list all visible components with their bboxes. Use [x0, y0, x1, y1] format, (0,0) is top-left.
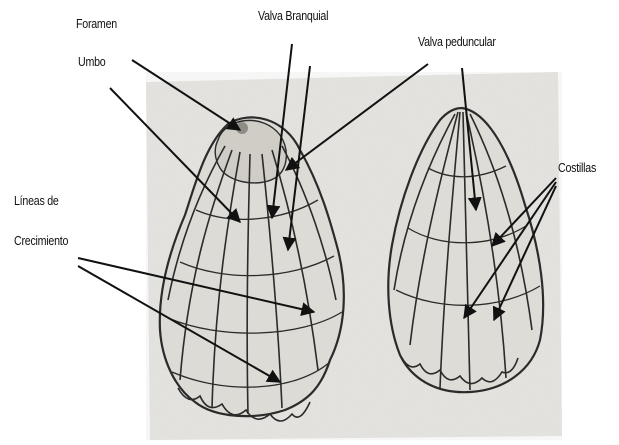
label-lineas-line2: Crecimiento [14, 233, 68, 248]
label-valva-peduncular: Valva peduncular [418, 34, 496, 49]
label-valva-branquial: Valva Branquial [258, 8, 328, 23]
label-costillas: Costillas [558, 160, 596, 175]
label-lineas-line1: Líneas de [14, 193, 59, 208]
label-foramen: Foramen [76, 16, 117, 31]
left-umbo-area [215, 120, 286, 183]
label-umbo: Umbo [78, 54, 105, 69]
